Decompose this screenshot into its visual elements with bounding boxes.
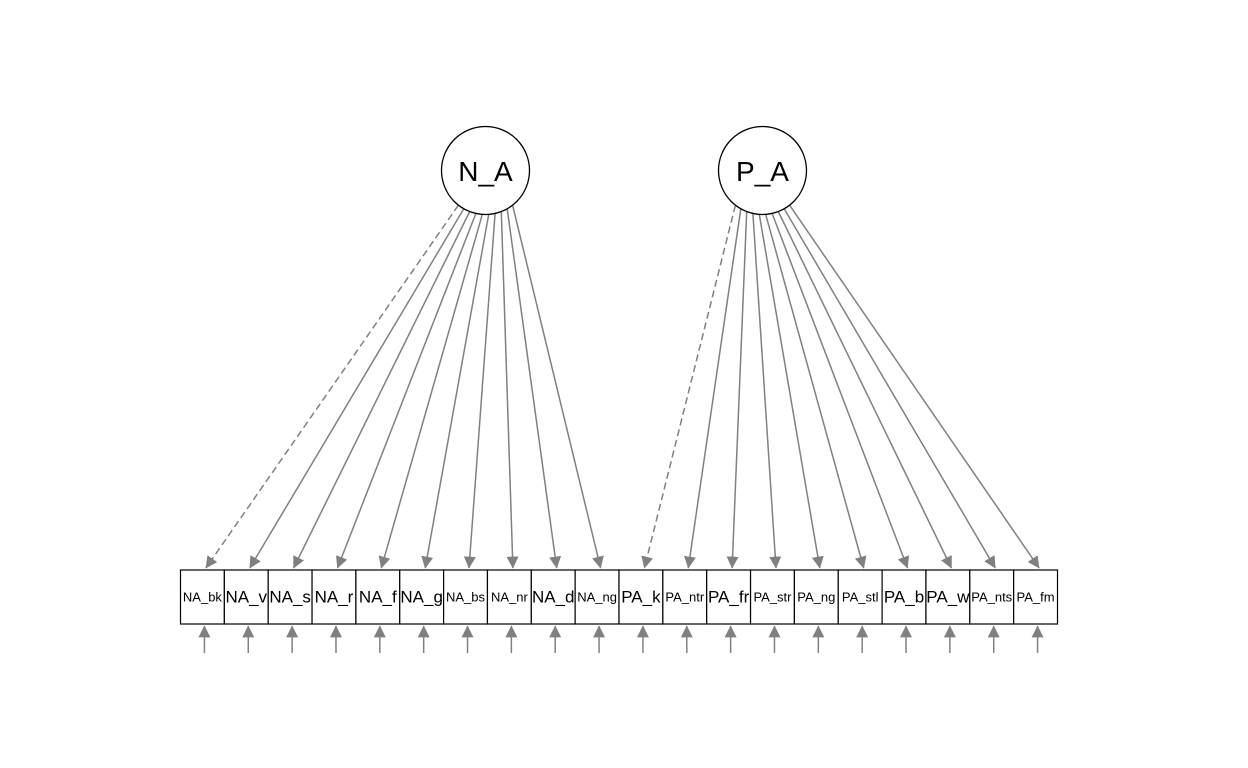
manifest-box: [969, 569, 1015, 625]
loading-arrow: [783, 208, 996, 569]
manifest-label: PA_b: [884, 588, 924, 607]
loading-arrow: [500, 211, 519, 569]
manifest-label: PA_fm: [1017, 590, 1055, 605]
loading-arrow: [378, 214, 484, 569]
manifest-PA_ng: PA_ng: [793, 569, 839, 625]
manifest-label: NA_ng: [577, 590, 617, 605]
latent-label: P_A: [736, 156, 789, 187]
loading-arrow: [249, 208, 465, 569]
loading-arrow: [463, 213, 496, 569]
manifest-PA_fr: PA_fr: [706, 569, 752, 625]
fixed-loading-arrow: [205, 204, 460, 569]
loading-arrow: [421, 214, 490, 569]
manifest-label: NA_d: [532, 588, 575, 607]
manifest-label: PA_str: [753, 590, 792, 605]
factor-loadings: [205, 204, 1040, 569]
loading-arrow: [788, 204, 1040, 569]
loading-arrow: [684, 208, 742, 569]
manifest-NA_r: NA_r: [311, 569, 357, 625]
manifest-box: [749, 569, 795, 625]
manifest-PA_nts: PA_nts: [969, 569, 1015, 625]
manifest-label: NA_g: [400, 588, 443, 607]
manifest-label: NA_nr: [491, 590, 529, 605]
manifest-label: NA_r: [315, 588, 354, 607]
loading-arrow: [292, 211, 471, 569]
manifest-NA_bs: NA_bs: [443, 569, 489, 625]
manifest-NA_bk: NA_bk: [179, 569, 225, 625]
latent-circle: [717, 125, 808, 216]
loading-arrow: [726, 211, 748, 569]
manifest-PA_str: PA_str: [749, 569, 795, 625]
manifest-label: NA_bk: [183, 590, 223, 605]
loading-arrow: [506, 208, 562, 569]
manifest-PA_ntr: PA_ntr: [662, 569, 708, 625]
manifest-box: [925, 569, 971, 625]
manifest-NA_ng: NA_ng: [574, 569, 620, 625]
manifest-label: NA_f: [359, 588, 397, 607]
loading-arrow: [771, 213, 910, 569]
latent-circle: [440, 125, 531, 216]
manifest-box: [486, 569, 532, 625]
manifest-NA_f: NA_f: [355, 569, 401, 625]
manifest-box: [706, 569, 752, 625]
manifest-label: NA_s: [269, 588, 311, 607]
manifest-NA_v: NA_v: [223, 569, 269, 625]
manifest-box: [399, 569, 445, 625]
manifest-box: [837, 569, 883, 625]
manifest-PA_b: PA_b: [881, 569, 927, 625]
manifest-PA_k: PA_k: [618, 569, 664, 625]
manifest-NA_d: NA_d: [530, 569, 576, 625]
loading-arrow: [777, 211, 953, 569]
manifest-box: [574, 569, 620, 625]
manifest-label: PA_fr: [708, 588, 750, 607]
manifest-label: PA_nts: [971, 590, 1012, 605]
latent-factors: N_A P_A: [440, 125, 808, 216]
manifest-PA_stl: PA_stl: [837, 569, 883, 625]
manifest-label: NA_bs: [446, 590, 486, 605]
loading-arrow: [758, 214, 824, 569]
manifest-box: [881, 569, 927, 625]
manifest-label: PA_k: [621, 588, 661, 607]
residual-arrows: [198, 625, 1044, 653]
manifest-label: PA_ng: [797, 590, 835, 605]
manifest-box: [1013, 569, 1059, 625]
latent-P_A: P_A: [717, 125, 808, 216]
manifest-NA_s: NA_s: [267, 569, 313, 625]
manifest-label: PA_ntr: [665, 590, 704, 605]
manifest-box: [618, 569, 664, 625]
loading-arrow: [336, 213, 477, 569]
loading-arrow: [764, 214, 867, 569]
manifest-label: PA_stl: [842, 590, 879, 605]
fixed-loading-arrow: [641, 205, 737, 569]
manifest-box: [267, 569, 313, 625]
loading-arrow: [752, 213, 782, 569]
manifest-label: PA_w: [926, 588, 970, 607]
manifest-NA_g: NA_g: [399, 569, 445, 625]
manifest-box: [223, 569, 269, 625]
manifest-PA_fm: PA_fm: [1013, 569, 1059, 625]
manifest-PA_w: PA_w: [925, 569, 971, 625]
latent-label: N_A: [458, 156, 513, 187]
latent-N_A: N_A: [440, 125, 531, 216]
loading-arrow: [511, 205, 604, 569]
manifest-NA_nr: NA_nr: [486, 569, 532, 625]
manifest-label: NA_v: [225, 588, 267, 607]
manifest-box: [179, 569, 225, 625]
